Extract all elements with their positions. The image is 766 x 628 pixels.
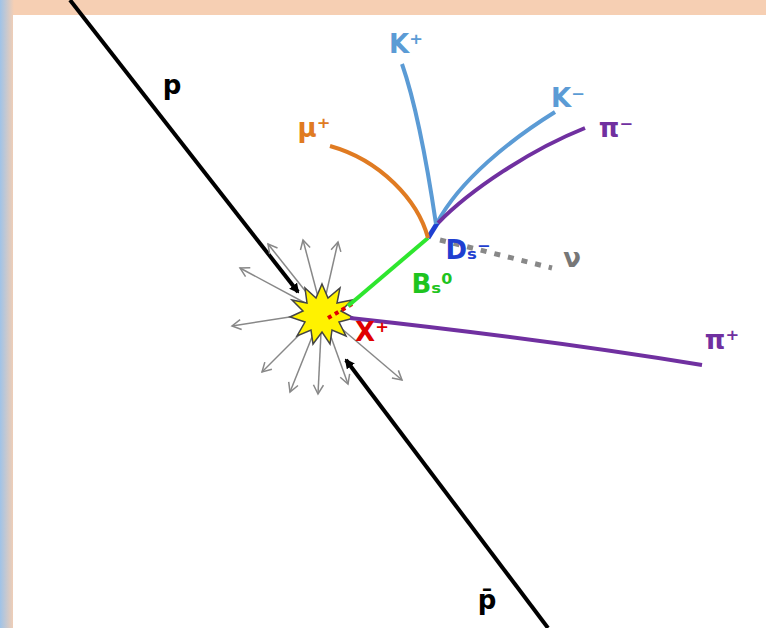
particle-label: ν bbox=[563, 245, 581, 271]
kaon-track bbox=[402, 64, 436, 224]
particle-label: K⁻ bbox=[551, 85, 585, 111]
particle-label: Dₛ⁻ bbox=[445, 237, 490, 263]
proton-beam bbox=[70, 0, 298, 292]
particle-label: Bₛ⁰ bbox=[411, 271, 452, 297]
spray-tracks bbox=[232, 240, 402, 394]
pion-track bbox=[438, 128, 585, 223]
collision-burst bbox=[290, 284, 354, 344]
ds-track bbox=[428, 222, 438, 238]
particle-label: π⁻ bbox=[599, 115, 633, 141]
beam-label: p̄ bbox=[478, 587, 497, 613]
particle-label: K⁺ bbox=[389, 31, 423, 57]
antiproton-beam bbox=[346, 360, 548, 628]
particle-label: μ⁺ bbox=[298, 115, 331, 141]
particle-label: X⁺ bbox=[355, 319, 389, 345]
particle-label: π⁺ bbox=[705, 327, 739, 353]
pion-track bbox=[350, 318, 702, 365]
particle-label: p bbox=[163, 72, 182, 98]
muon-track bbox=[330, 146, 428, 238]
